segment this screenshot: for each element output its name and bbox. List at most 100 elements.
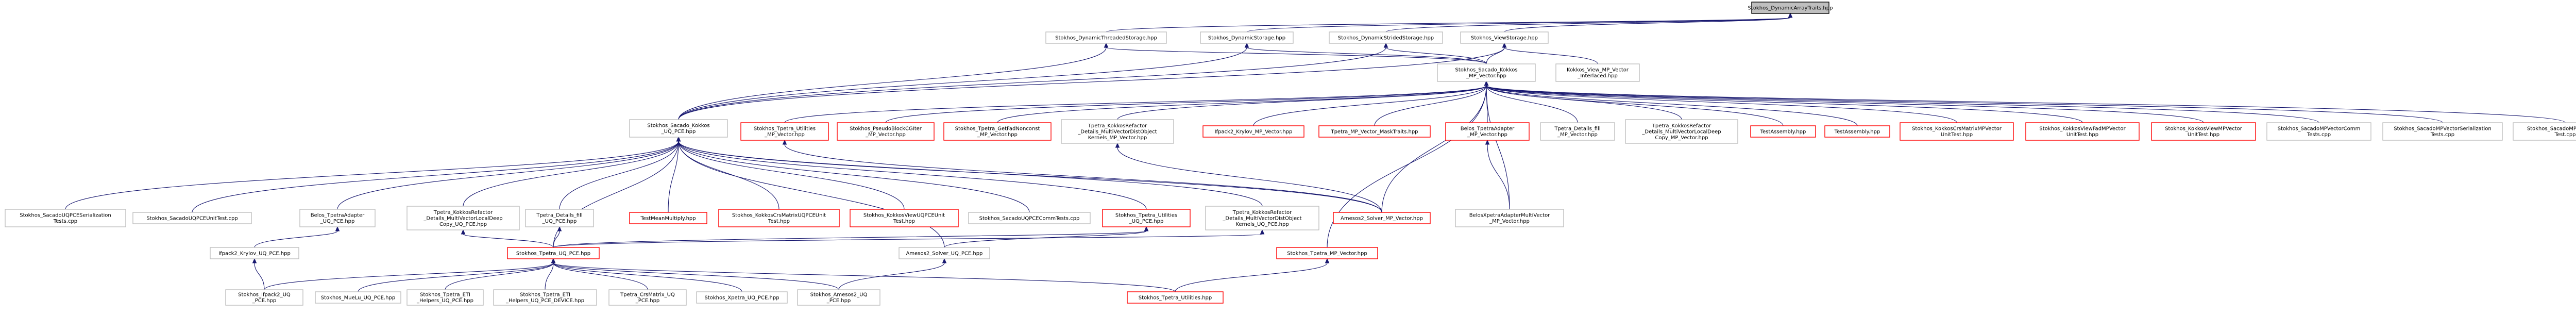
node-label-line: _PCE.hpp <box>252 298 277 304</box>
node-tpetra-details-fill-uq-pce-hpp[interactable]: Tpetra_Details_fill_UQ_PCE.hpp <box>525 209 594 227</box>
edge-arrowhead <box>942 258 947 263</box>
node-label-line: _Helpers_UQ_PCE.hpp <box>416 298 473 304</box>
node-ifpack2-krylov-mp-vector-hpp[interactable]: Ifpack2_Krylov_MP_Vector.hpp <box>1202 125 1304 138</box>
node-label-line: Stokhos_DynamicArrayTraits.hpp <box>1748 5 1833 11</box>
node-stokhos-tpetra-eti-helpers-uq-pce-hpp[interactable]: Stokhos_Tpetra_ETI_Helpers_UQ_PCE.hpp <box>406 289 484 306</box>
node-amesos2-solver-mp-vector-hpp[interactable]: Amesos2_Solver_MP_Vector.hpp <box>1333 212 1431 224</box>
node-stokhos-dynamicstridedstorage-hpp[interactable]: Stokhos_DynamicStridedStorage.hpp <box>1329 31 1443 44</box>
edge-sacmp-sacmpunit <box>1484 80 2566 123</box>
node-box <box>850 209 959 227</box>
node-stokhos-sacado-kokkos-mp-vector-hpp[interactable]: Stokhos_Sacado_Kokkos_MP_Vector.hpp <box>1437 63 1536 82</box>
node-box <box>968 212 1091 224</box>
node-tpetra-kokkosrefactor-details-multivectorlocaldeepcopy-mp-vector-hpp[interactable]: Tpetra_KokkosRefactor_Details_MultiVecto… <box>1625 119 1738 144</box>
node-label-line: Stokhos_SacadoMPVectorComm <box>2278 126 2361 132</box>
node-stokhos-kokkosviewfadmpvectorunittest-hpp[interactable]: Stokhos_KokkosViewFadMPVectorUnitTest.hp… <box>2025 122 2140 141</box>
node-stokhos-tpetra-utilities-hpp[interactable]: Stokhos_Tpetra_Utilities.hpp <box>1127 291 1224 304</box>
edge-arrowhead <box>1244 42 1249 48</box>
node-belos-tpetraadapter-mp-vector-hpp[interactable]: Belos_TpetraAdapter_MP_Vector.hpp <box>1445 122 1530 141</box>
node-box <box>943 122 1052 141</box>
node-tpetra-details-fill-mp-vector-hpp[interactable]: Tpetra_Details_fill_MP_Vector.hpp <box>1540 122 1615 141</box>
node-tpetra-kokkosrefactor-details-multivectorlocaldeepcopy-uq-pce-hpp[interactable]: Tpetra_KokkosRefactor_Details_MultiVecto… <box>406 206 520 230</box>
edge-tpuq-ifp_uq2 <box>264 258 556 290</box>
node-tpetra-crsmatrix-uq-pce-hpp[interactable]: Tpetra_CrsMatrix_UQ_PCE.hpp <box>608 289 687 306</box>
node-label-line: Stokhos_SacadoUQPCECommTests.cpp <box>979 215 1080 221</box>
node-label-line: Stokhos_Tpetra_MP_Vector.hpp <box>1287 251 1367 256</box>
node-testassembly-hpp[interactable]: TestAssembly.hpp <box>1824 125 1890 138</box>
edge-arrowhead <box>1788 12 1793 18</box>
edge-arrowhead <box>1502 42 1507 48</box>
node-label-line: Stokhos_Sacado_Kokkos <box>647 123 709 129</box>
node-stokhos-amesos2-uq-pce-hpp[interactable]: Stokhos_Amesos2_UQ_PCE.hpp <box>797 289 880 306</box>
edge-sacmp-testasm2 <box>1484 80 1858 126</box>
edge-line <box>553 262 1176 292</box>
node-box <box>1625 119 1738 144</box>
edge-line <box>678 47 1247 120</box>
node-label-line: Stokhos_KokkosViewUQPCEUnit <box>863 213 945 219</box>
node-stokhos-sacadouqpceunittest-cpp[interactable]: Stokhos_SacadoUQPCEUnitTest.cpp <box>132 212 252 224</box>
node-stokhos-tpetra-mp-vector-hpp[interactable]: Stokhos_Tpetra_MP_Vector.hpp <box>1276 247 1378 259</box>
node-stokhos-xpetra-uq-pce-hpp[interactable]: Stokhos_Xpetra_UQ_PCE.hpp <box>696 291 788 304</box>
node-label-line: Amesos2_Solver_MP_Vector.hpp <box>1341 215 1423 221</box>
node-stokhos-sacado-kokkos-uq-pce-hpp[interactable]: Stokhos_Sacado_Kokkos_UQ_PCE.hpp <box>629 119 728 138</box>
edge-line <box>678 141 945 248</box>
node-box <box>1900 122 2014 141</box>
node-stokhos-tpetra-utilities-mp-vector-hpp[interactable]: Stokhos_Tpetra_Utilities_MP_Vector.hpp <box>740 122 829 141</box>
node-label-line: Tpetra_CrsMatrix_UQ <box>620 292 675 298</box>
node-tpetra-mp-vector-masktraits-hpp[interactable]: Tpetra_MP_Vector_MaskTraits.hpp <box>1318 125 1431 138</box>
node-label-line: Stokhos_Tpetra_Utilities <box>1115 213 1177 219</box>
node-testmeanmultiply-hpp[interactable]: TestMeanMultiply.hpp <box>629 212 707 224</box>
edge-arrowhead <box>1484 80 1489 86</box>
node-box <box>1102 209 1191 227</box>
node-stokhos-ifpack2-uq-pce-hpp[interactable]: Stokhos_Ifpack2_UQ_PCE.hpp <box>225 289 303 306</box>
node-label-line: Kernels_MP_Vector.hpp <box>1088 135 1147 141</box>
node-stokhos-sacadompvectorunittest-cpp[interactable]: Stokhos_SacadoMPVectorUnitTest.cpp <box>2513 122 2576 141</box>
edge-line <box>1385 47 1487 64</box>
node-tpetra-kokkosrefactor-details-multivectordistobjectkernels-mp-vector-hpp[interactable]: Tpetra_KokkosRefactor_Details_MultiVecto… <box>1061 119 1174 144</box>
node-label-line: _MP_Vector.hpp <box>865 132 906 138</box>
node-label-line: Tpetra_Details_fill <box>1554 126 1600 132</box>
node-stokhos-dynamicthreadedstorage-hpp[interactable]: Stokhos_DynamicThreadedStorage.hpp <box>1045 31 1167 44</box>
node-ifpack2-krylov-uq-pce-hpp[interactable]: Ifpack2_Krylov_UQ_PCE.hpp <box>210 247 299 259</box>
node-box <box>1200 31 1294 44</box>
node-label-line: Stokhos_MueLu_UQ_PCE.hpp <box>321 295 395 301</box>
node-label-line: Tests.cpp <box>2307 132 2331 138</box>
node-stokhos-sacadouqpcecommtests-cpp[interactable]: Stokhos_SacadoUQPCECommTests.cpp <box>968 212 1091 224</box>
edge-line <box>1486 85 2566 123</box>
node-label-line: Stokhos_SacadoUQPCEUnitTest.cpp <box>146 215 238 221</box>
edge-line <box>1486 85 2204 123</box>
edge-line <box>553 230 1147 248</box>
node-label-line: Test.hpp <box>768 219 790 224</box>
node-label-line: Tpetra_KokkosRefactor <box>1232 210 1292 215</box>
node-kokkos-view-mp-vector-interlaced-hpp[interactable]: Kokkos_View_MP_Vector_Interlaced.hpp <box>1555 63 1640 82</box>
edge-ifp_uq-ifp_uq2 <box>252 258 265 290</box>
node-stokhos-tpetra-uq-pce-hpp[interactable]: Stokhos_Tpetra_UQ_PCE.hpp <box>507 247 600 259</box>
edge-kr_mpdo-amesos_mp <box>1115 142 1382 213</box>
node-stokhos-pseudoblockcgiter-mp-vector-hpp[interactable]: Stokhos_PseudoBlockCGIter_MP_Vector.hpp <box>837 122 935 141</box>
node-testassembly-hpp[interactable]: TestAssembly.hpp <box>1750 125 1816 138</box>
node-label-line: Kokkos_View_MP_Vector <box>1567 68 1629 73</box>
edge-sacuq-kcrspce <box>676 136 779 210</box>
node-stokhos-sacadouqpceserializationtests-cpp[interactable]: Stokhos_SacadoUQPCESerializationTests.cp… <box>5 209 126 227</box>
node-amesos2-solver-uq-pce-hpp[interactable]: Amesos2_Solver_UQ_PCE.hpp <box>899 247 990 259</box>
node-box <box>696 291 788 304</box>
edge-sacmp-belosxp <box>1484 80 1510 210</box>
node-label-line: Stokhos_Tpetra_Utilities.hpp <box>1139 295 1212 301</box>
node-stokhos-dynamicstorage-hpp[interactable]: Stokhos_DynamicStorage.hpp <box>1200 31 1294 44</box>
edge-dss-sacuq <box>678 42 1388 120</box>
node-stokhos-muelu-uq-pce-hpp[interactable]: Stokhos_MueLu_UQ_PCE.hpp <box>315 291 401 304</box>
node-stokhos-sacadompvectorserializationtests-cpp[interactable]: Stokhos_SacadoMPVectorSerializationTests… <box>2382 122 2503 141</box>
edge-line <box>1486 85 2443 123</box>
node-stokhos-tpetra-utilities-uq-pce-hpp[interactable]: Stokhos_Tpetra_Utilities_UQ_PCE.hpp <box>1102 209 1191 227</box>
node-tpetra-kokkosrefactor-details-multivectordistobjectkernels-uq-pce-hpp[interactable]: Tpetra_KokkosRefactor_Details_MultiVecto… <box>1205 206 1319 230</box>
node-belos-tpetraadapter-uq-pce-hpp[interactable]: Belos_TpetraAdapter_UQ_PCE.hpp <box>299 209 376 227</box>
edge-line <box>1486 85 2319 123</box>
node-stokhos-viewstorage-hpp[interactable]: Stokhos_ViewStorage.hpp <box>1460 31 1549 44</box>
node-stokhos-tpetra-getfadnonconst-mp-vector-hpp[interactable]: Stokhos_Tpetra_GetFadNonconst_MP_Vector.… <box>943 122 1052 141</box>
node-stokhos-kokkoscrsmatrixmpvectorunittest-hpp[interactable]: Stokhos_KokkosCrsMatrixMPVectorUnitTest.… <box>1900 122 2014 141</box>
node-stokhos-tpetra-eti-helpers-uq-pce-device-hpp[interactable]: Stokhos_Tpetra_ETI_Helpers_UQ_PCE_DEVICE… <box>493 289 597 306</box>
node-belosxpetraadaptermultivector-mp-vector-hpp[interactable]: BelosXpetraAdapterMultiVector_MP_Vector.… <box>1455 209 1564 227</box>
